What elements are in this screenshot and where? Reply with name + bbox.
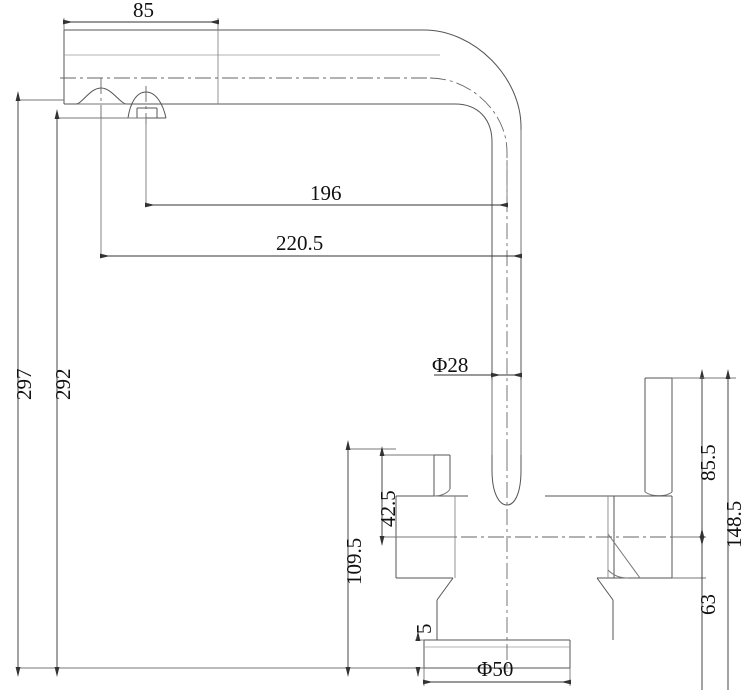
dimension-label-220-5: 220.5	[276, 231, 324, 255]
dim-63	[672, 528, 706, 690]
right-handle	[607, 377, 673, 579]
dim-phi28	[434, 372, 522, 455]
dim-292	[54, 109, 424, 677]
spout-outlet-domes	[75, 87, 167, 119]
dimension-label-63: 63	[696, 594, 720, 615]
dim-85	[63, 18, 219, 30]
dim-148-5	[672, 369, 736, 690]
base-plate	[423, 639, 571, 669]
centerline-elbow-column	[429, 77, 508, 455]
vertical-column	[491, 455, 522, 506]
dim-220-5	[100, 118, 522, 259]
dim-phi50	[423, 668, 571, 686]
faucet-outline	[63, 29, 673, 669]
spout-horizontal-tube	[63, 29, 455, 105]
left-lever	[433, 454, 451, 497]
dimension-label-5: 5	[412, 623, 436, 635]
dimension-label-196: 196	[310, 181, 342, 205]
dimension-lines	[15, 18, 736, 690]
centerlines	[60, 77, 690, 672]
dimension-label-phi28: Φ28	[432, 353, 469, 377]
dim-5	[408, 631, 424, 677]
dim-196	[145, 118, 508, 208]
dimension-label-109-5: 109.5	[342, 537, 366, 585]
dimension-label-42-5: 42.5	[376, 490, 400, 527]
dimension-label-148-5: 148.5	[722, 500, 746, 548]
central-shank	[436, 577, 614, 640]
spout-elbow-curve	[423, 29, 522, 460]
dimension-label-297: 297	[12, 368, 36, 401]
dimension-label-85-5: 85.5	[696, 444, 720, 481]
dimension-label-phi50: Φ50	[477, 657, 514, 681]
dim-42-5	[379, 446, 455, 546]
dimension-label-85: 85	[133, 0, 154, 22]
dimension-label-292: 292	[51, 368, 75, 401]
